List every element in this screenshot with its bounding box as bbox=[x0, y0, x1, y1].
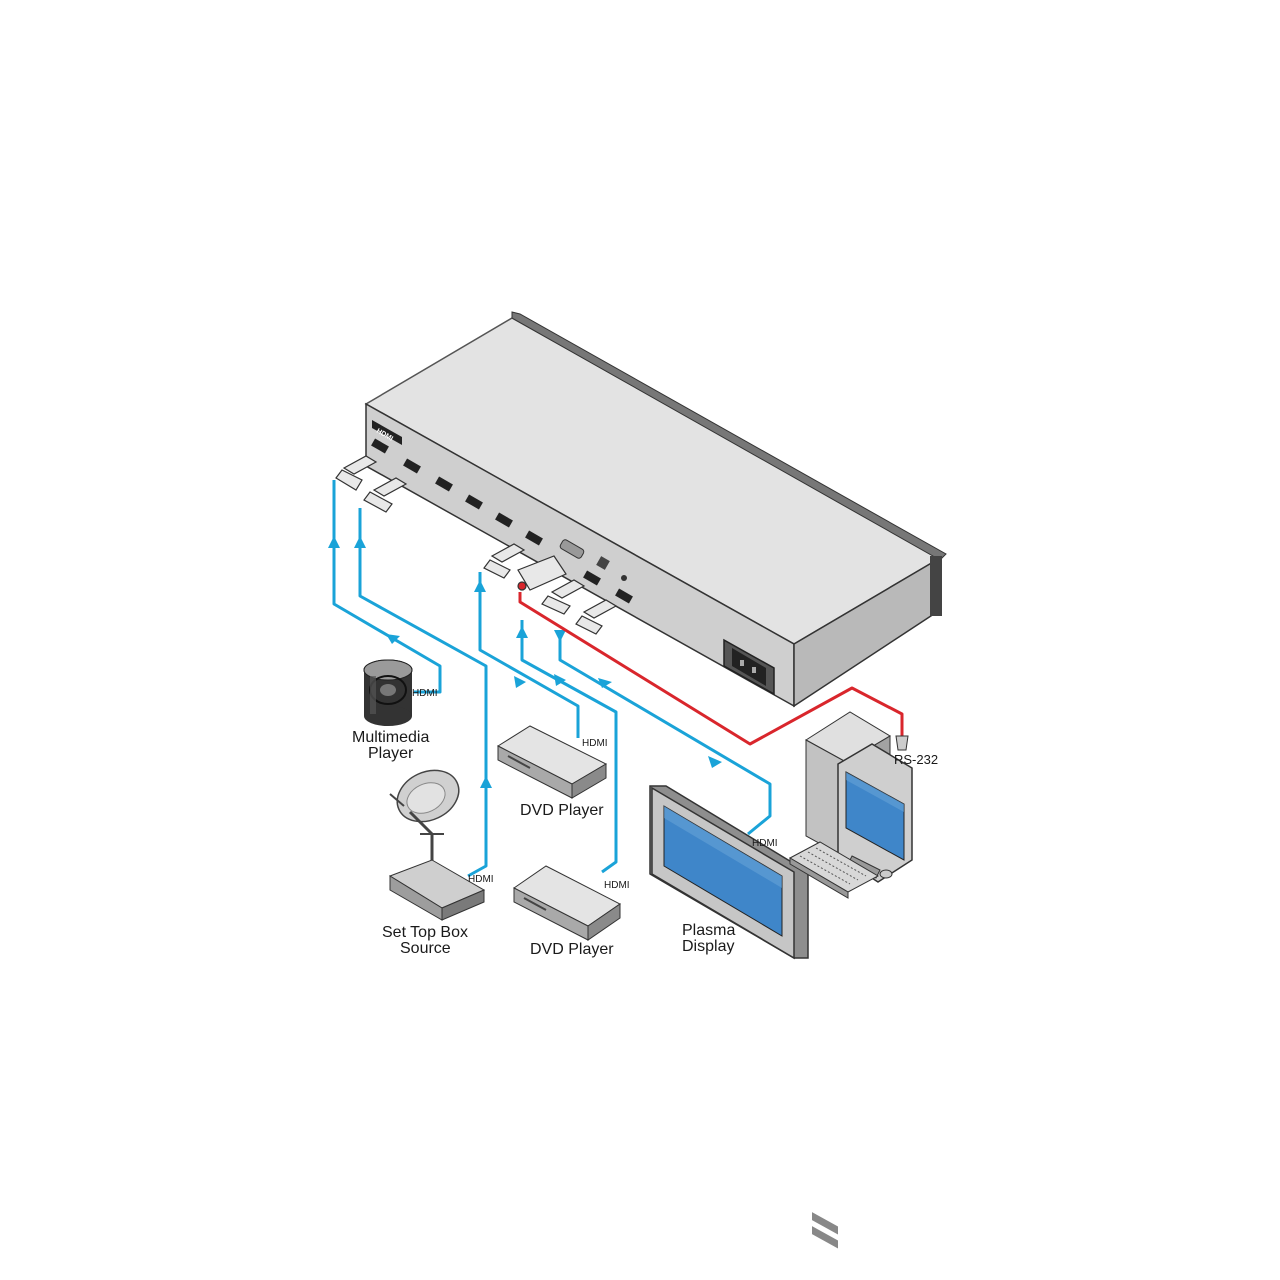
multimedia-player-label-line2: Player bbox=[368, 745, 414, 762]
set-top-box-cable-label: HDMI bbox=[468, 874, 494, 885]
plasma-display-device bbox=[649, 785, 809, 960]
hdmi-port-icon[interactable] bbox=[371, 438, 389, 454]
power-inlet-icon bbox=[723, 638, 775, 696]
dvd-player-1-device bbox=[496, 725, 608, 799]
hdmi-plug-icon bbox=[490, 543, 526, 563]
hdmi-switcher: HDMI bbox=[364, 311, 947, 708]
arrow-icon bbox=[328, 536, 340, 548]
rs232-label: RS-232 bbox=[894, 752, 938, 767]
arrow-icon bbox=[480, 776, 492, 788]
cable-rs232 bbox=[518, 592, 904, 746]
hdmi-plug-icon bbox=[550, 579, 586, 599]
hdmi-cables bbox=[332, 480, 772, 878]
rs232-port-icon[interactable] bbox=[559, 539, 585, 560]
pc-device bbox=[788, 711, 913, 1249]
hdmi-port-icon[interactable] bbox=[615, 588, 633, 604]
multimedia-player-device bbox=[363, 659, 413, 726]
multimedia-player-cable-label: HDMI bbox=[412, 688, 438, 699]
plasma-display-label-line1: Plasma bbox=[682, 922, 735, 939]
set-top-box-label-line2: Source bbox=[400, 940, 451, 957]
dvd-player-1-label: DVD Player bbox=[520, 802, 604, 819]
satellite-dish-icon bbox=[389, 769, 460, 866]
dvd-player-1-cable-label: HDMI bbox=[582, 738, 608, 749]
switcher-top-rim bbox=[511, 311, 947, 561]
cable-multimedia-player bbox=[332, 480, 442, 694]
keyboard-icon bbox=[788, 841, 880, 899]
arrow-icon bbox=[386, 634, 400, 644]
hdmi-port-icon[interactable] bbox=[525, 530, 543, 546]
dvd-player-2-device bbox=[513, 865, 621, 941]
plasma-display-cable-label: HDMI bbox=[752, 838, 778, 849]
reset-button-icon[interactable] bbox=[621, 575, 627, 581]
set-top-box-label-line1: Set Top Box bbox=[382, 924, 468, 941]
plasma-display-label-line2: Display bbox=[682, 938, 734, 955]
arrow-icon bbox=[708, 756, 722, 768]
hdmi-plug-icon bbox=[582, 599, 618, 619]
rear-ports bbox=[371, 438, 633, 604]
dvd-player-2-label: DVD Player bbox=[530, 941, 614, 958]
hdmi-plug-icon bbox=[363, 491, 393, 513]
hdmi-port-icon[interactable] bbox=[495, 512, 513, 528]
hdmi-plug-icon bbox=[335, 469, 363, 491]
hdmi-plug-icon bbox=[575, 615, 603, 635]
arrow-icon bbox=[354, 536, 366, 548]
hdmi-plug-icon bbox=[372, 477, 408, 497]
cable-dvd-player-2 bbox=[520, 620, 618, 874]
mouse-icon bbox=[879, 869, 893, 879]
rs232-pc-plug-icon bbox=[895, 735, 909, 751]
cable-plasma-display bbox=[558, 636, 772, 836]
ethernet-port-icon[interactable] bbox=[596, 556, 610, 570]
hdmi-port-icon[interactable] bbox=[465, 494, 483, 510]
arrow-icon bbox=[554, 674, 566, 686]
rs232-plug-screw-icon bbox=[517, 581, 527, 591]
plugs bbox=[335, 455, 618, 635]
hdmi-plug-icon bbox=[541, 595, 571, 615]
hdmi-port-icon[interactable] bbox=[583, 570, 601, 586]
switcher-side-bezel bbox=[930, 556, 942, 616]
hdmi-port-icon[interactable] bbox=[435, 476, 453, 492]
arrow-icon bbox=[598, 678, 612, 688]
hdmi-plug-icon bbox=[483, 559, 511, 579]
hdmi-port-icon[interactable] bbox=[403, 458, 421, 474]
multimedia-player-label-line1: Multimedia bbox=[352, 729, 429, 746]
arrow-icon bbox=[516, 626, 528, 638]
arrow-icon bbox=[514, 676, 526, 688]
set-top-box-device bbox=[388, 859, 486, 921]
arrow-icon bbox=[554, 630, 566, 642]
cable-dvd-player-1 bbox=[478, 572, 580, 738]
rs232-plug-icon bbox=[517, 555, 567, 591]
cable-set-top-box bbox=[358, 508, 488, 878]
flow-arrows bbox=[328, 536, 722, 788]
arrow-icon bbox=[474, 580, 486, 592]
hdmi-plug-icon bbox=[342, 455, 378, 475]
dvd-player-2-cable-label: HDMI bbox=[604, 880, 630, 891]
